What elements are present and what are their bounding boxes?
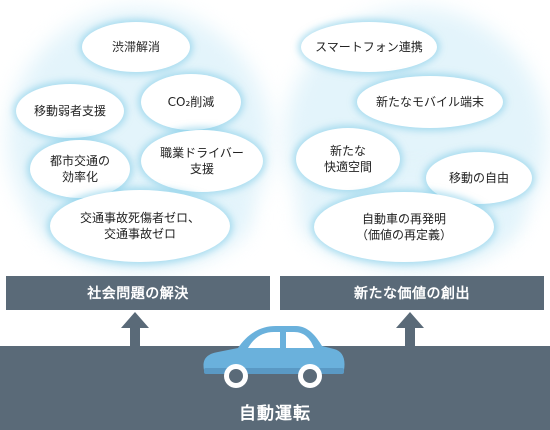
new-value-bar: 新たな価値の創出: [280, 276, 544, 310]
bubble-mobile-device: 新たなモバイル端末: [357, 76, 503, 128]
social-issues-bar: 社会問題の解決: [6, 276, 270, 310]
left-up-arrow: [121, 312, 149, 352]
car-icon: [203, 326, 345, 388]
bubble-mobility-support: 移動弱者支援: [16, 84, 124, 138]
bubble-reinvention: 自動車の再発明 （価値の再定義）: [314, 192, 494, 262]
bubble-zero-accidents: 交通事故死傷者ゼロ、 交通事故ゼロ: [50, 190, 230, 262]
bubble-urban-traffic: 都市交通の 効率化: [30, 140, 130, 198]
bubble-traffic-jam: 渋滞解消: [82, 22, 190, 72]
right-up-arrow: [396, 312, 424, 352]
bubble-smartphone: スマートフォン連携: [301, 22, 437, 72]
bubble-driver-support: 職業ドライバー 支援: [141, 130, 263, 192]
bubble-comfort-space: 新たな 快適空間: [296, 128, 400, 190]
autonomous-driving-label: 自動運転: [239, 403, 311, 424]
bubble-co2-reduction: CO₂削減: [141, 74, 241, 130]
